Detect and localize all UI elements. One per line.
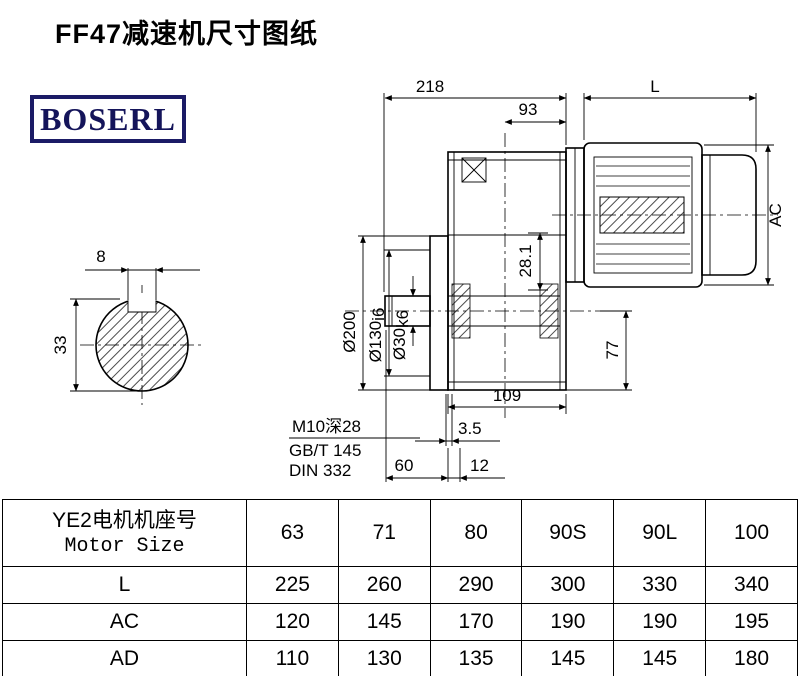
table-cell: 195 [705, 603, 798, 641]
standard-din-label: DIN 332 [289, 461, 351, 480]
table-cell: 225 [246, 566, 339, 604]
brand-logo-text: BOSERL [40, 100, 176, 137]
output-flange [429, 235, 449, 391]
page-title: FF47减速机尺寸图纸 [55, 19, 319, 49]
table-cell: 145 [521, 640, 615, 676]
column-header: 100 [705, 499, 798, 567]
table-cell: 170 [429, 603, 523, 641]
dim-93-label: 93 [519, 100, 538, 119]
table-cell: 300 [521, 566, 615, 604]
table-cell: 260 [337, 566, 431, 604]
gearbox-housing [447, 151, 567, 391]
motor-stator [593, 156, 693, 274]
table-cell: 340 [705, 566, 798, 604]
dim-109-label: 109 [493, 386, 521, 405]
motor-fins [596, 165, 690, 265]
row-label: AD [2, 640, 247, 676]
column-header: 80 [429, 499, 523, 567]
bolt-hole-detail [461, 157, 487, 183]
column-header: 63 [246, 499, 339, 567]
tapped-hole-label: M10深28 [292, 417, 361, 436]
dim-spigot-dia-label: Ø130i6 [366, 308, 388, 363]
dim-key-width-label: 8 [96, 247, 105, 266]
row-label: AC [2, 603, 247, 641]
standard-gbt-label: GB/T 145 [289, 441, 361, 460]
table-cell: 135 [429, 640, 523, 676]
table-cell: 190 [613, 603, 707, 641]
motor-core-hatch [599, 196, 685, 234]
table-cell: 290 [429, 566, 523, 604]
table-cell: 145 [613, 640, 707, 676]
fan-cover [701, 154, 757, 276]
shaft-section-view: 8 33 [51, 247, 205, 405]
dim-3-5-label: 3.5 [458, 419, 482, 438]
row-label: L [2, 566, 247, 604]
table-cell: 180 [705, 640, 798, 676]
dimensions: 218 L 93 AC 28.1 Ø200 [289, 77, 785, 482]
dim-12-label: 12 [470, 456, 489, 475]
table-cell: 145 [337, 603, 431, 641]
table-row-AD: AD 110 130 135 145 145 180 [2, 640, 798, 676]
dim-AC-label: AC [766, 203, 785, 227]
dim-60-label: 60 [395, 456, 414, 475]
motor-size-header-en: Motor Size [64, 535, 185, 559]
dim-77-label: 77 [603, 341, 622, 360]
dim-shaft-dia-label: Ø30k6 [390, 310, 412, 360]
dim-key-height-label: 33 [51, 336, 70, 355]
brand-logo: BOSERL [30, 95, 186, 143]
table-row-L: L 225 260 290 300 330 340 [2, 566, 798, 604]
table-cell: 190 [521, 603, 615, 641]
column-header: 90L [613, 499, 707, 567]
size-table: YE2电机机座号 Motor Size 63 71 80 90S 90L 100… [2, 499, 798, 676]
table-cell: 110 [246, 640, 339, 676]
gear-unit-view [345, 133, 778, 418]
table-cell: 130 [337, 640, 431, 676]
tapped-hole-callout: M10深28 GB/T 145 DIN 332 [289, 417, 420, 480]
keyway-notch [127, 301, 157, 313]
table-row-AC: AC 120 145 170 190 190 195 [2, 603, 798, 641]
dim-flange-od-label: Ø200 [340, 311, 359, 353]
motor-size-header: YE2电机机座号 Motor Size [2, 499, 247, 567]
shaft-section-circle [95, 298, 189, 392]
table-header-row: YE2电机机座号 Motor Size 63 71 80 90S 90L 100 [2, 499, 798, 567]
table-cell: 120 [246, 603, 339, 641]
dim-218-label: 218 [416, 77, 444, 96]
dim-L-label: L [650, 77, 659, 96]
table-cell: 330 [613, 566, 707, 604]
column-header: 90S [521, 499, 615, 567]
column-header: 71 [337, 499, 431, 567]
dim-28-1-label: 28.1 [516, 244, 535, 277]
motor-size-header-cn: YE2电机机座号 [52, 508, 197, 532]
